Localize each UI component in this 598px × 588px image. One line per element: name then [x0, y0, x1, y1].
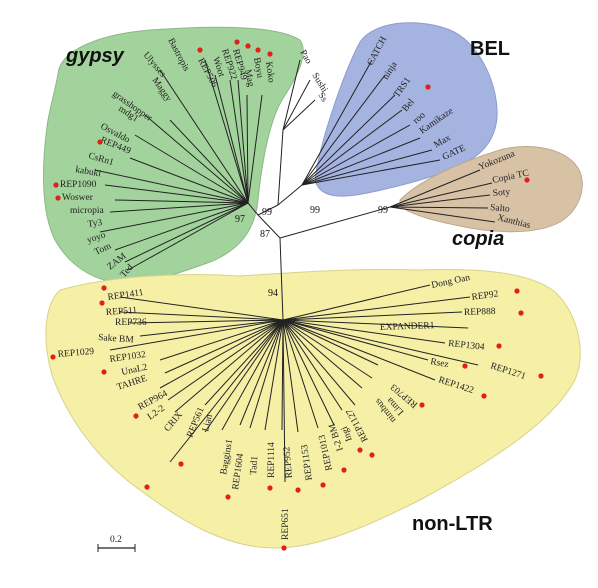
marker-dot	[225, 494, 231, 500]
marker-dot	[320, 482, 326, 488]
marker-dot	[133, 413, 139, 419]
scale-bar-label: 0.2	[110, 535, 122, 545]
marker-dot	[245, 43, 251, 49]
leaf-label: Ty3	[87, 218, 103, 230]
marker-dot	[518, 310, 524, 316]
leaf-label: Boyu	[251, 57, 264, 79]
marker-dot	[197, 47, 203, 53]
leaf-label: Sake BM	[98, 333, 135, 345]
copia-clade-region	[399, 146, 583, 233]
gypsy-clade-region	[43, 26, 304, 284]
marker-dot	[144, 484, 150, 490]
bootstrap-value: 99	[310, 205, 320, 216]
nonltr-clade-region	[45, 268, 581, 549]
leaf-label: Lian	[201, 413, 215, 433]
copia-clade-label: copia	[452, 228, 504, 250]
marker-dot	[101, 369, 107, 375]
scale-bar: 0.2	[97, 535, 136, 552]
leaf-label: REP1114	[267, 442, 277, 478]
marker-dot	[462, 363, 468, 369]
red-markers	[50, 39, 544, 551]
marker-dot	[267, 485, 273, 491]
marker-dot	[295, 487, 301, 493]
leaf-label: REP1304	[448, 339, 486, 353]
marker-dot	[425, 84, 431, 90]
leaf-label: Koko	[263, 61, 276, 84]
leaf-label: REP736	[115, 318, 147, 328]
marker-dot	[481, 393, 487, 399]
marker-dot	[514, 288, 520, 294]
marker-dot	[369, 452, 375, 458]
marker-dot	[341, 467, 347, 473]
leaf-label: Ss	[316, 91, 330, 104]
leaf-label: Mag	[242, 69, 255, 88]
marker-dot	[99, 300, 105, 306]
marker-dot	[357, 447, 363, 453]
leaf-label: REP651	[281, 508, 291, 540]
leaf-label: kabuki	[74, 165, 102, 179]
leaf-label: micropia	[70, 206, 105, 216]
gypsy-clade-label: gypsy	[65, 45, 125, 67]
leaf-label: REP92	[471, 289, 499, 303]
marker-dot	[55, 195, 61, 201]
leaf-label: Soty	[492, 187, 510, 199]
nonltr-clade-label: non-LTR	[412, 513, 493, 535]
bootstrap-value: 97	[235, 214, 245, 225]
marker-dot	[524, 177, 530, 183]
marker-dot	[267, 51, 273, 57]
marker-dot	[97, 139, 103, 145]
leaf-label: Salto	[490, 203, 511, 215]
marker-dot	[234, 39, 240, 45]
leaf-label: REP888	[464, 307, 496, 318]
leaf-label: Tad1	[249, 455, 260, 475]
leaf-label: REP1029	[57, 347, 94, 360]
leaf-label: Rsez	[429, 357, 449, 370]
leaf-label: Sushi	[309, 71, 329, 95]
leaf-label: EXPANDER1	[380, 321, 435, 333]
bootstrap-value: 99	[378, 205, 388, 216]
marker-dot	[101, 285, 107, 291]
marker-dot	[538, 373, 544, 379]
marker-dot	[50, 354, 56, 360]
leaf-label: REP511	[106, 306, 138, 318]
leaf-label: REP952	[282, 446, 295, 479]
bel-clade-label: BEL	[470, 38, 510, 60]
marker-dot	[255, 47, 261, 53]
bootstrap-value: 94	[268, 288, 278, 299]
bootstrap-value: 87	[260, 229, 270, 240]
leaf-label: REP1090	[60, 180, 97, 190]
tree-branches	[94, 59, 496, 483]
marker-dot	[281, 545, 287, 551]
leaf-label: Woswer	[62, 193, 94, 203]
marker-dot	[178, 461, 184, 467]
marker-dot	[496, 343, 502, 349]
marker-dot	[419, 402, 425, 408]
marker-dot	[53, 182, 59, 188]
bootstrap-value: 99	[262, 207, 272, 218]
